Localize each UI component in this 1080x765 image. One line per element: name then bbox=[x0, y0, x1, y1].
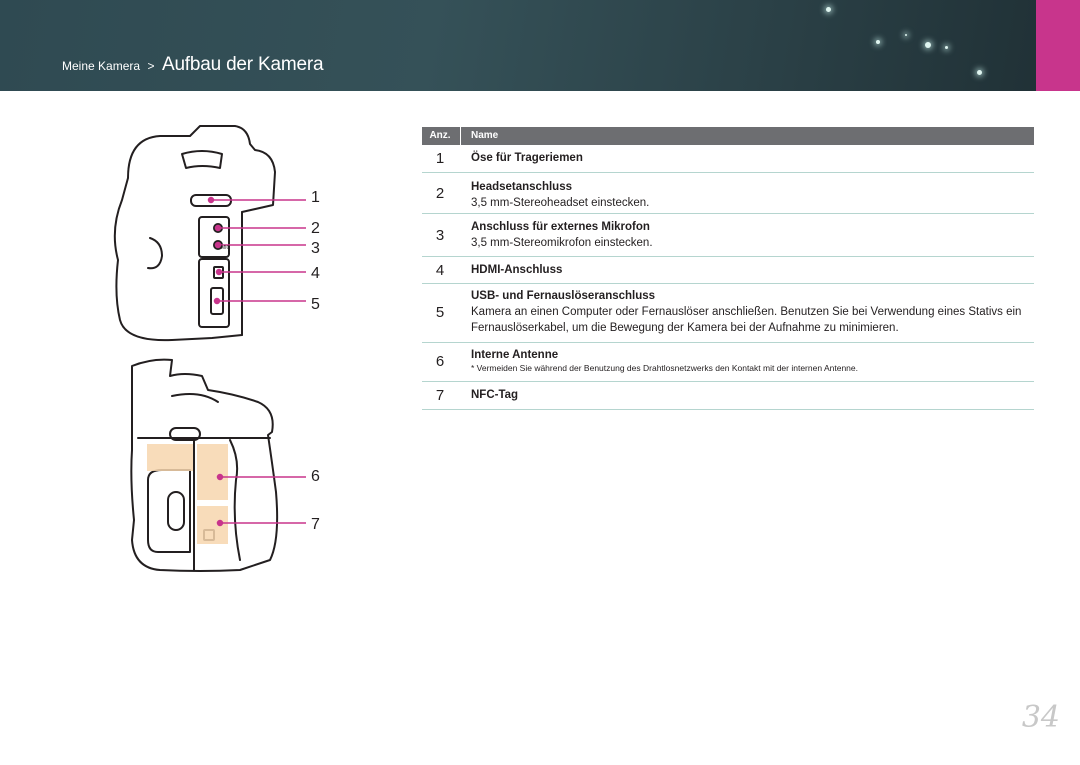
row-number: 7 bbox=[435, 387, 445, 404]
antenna-area-left bbox=[147, 444, 193, 471]
breadcrumb-separator: > bbox=[147, 59, 155, 73]
camera-illustration: MIC bbox=[113, 125, 306, 572]
row-name: Öse für Trageriemen bbox=[471, 152, 583, 164]
breadcrumb-parent[interactable]: Meine Kamera bbox=[62, 59, 141, 73]
figure-label-5: 5 bbox=[311, 296, 320, 313]
row-number: 5 bbox=[435, 304, 445, 321]
figure-label-7: 7 bbox=[311, 516, 320, 533]
row-name: HDMI-Anschluss bbox=[471, 264, 563, 276]
camera-body-outline-bottom bbox=[130, 358, 279, 572]
strap-lug-2 bbox=[169, 427, 201, 441]
figure-label-3: 3 bbox=[311, 240, 320, 257]
port-door-upper bbox=[198, 216, 230, 258]
figure-label-2: 2 bbox=[311, 220, 320, 237]
sparkle-decoration bbox=[977, 70, 982, 75]
column-header-name: Name bbox=[471, 130, 499, 141]
breadcrumb: Meine Kamera > Aufbau der Kamera bbox=[62, 54, 324, 76]
row-description: 3,5 mm-Stereoheadset einstecken. bbox=[471, 197, 650, 209]
row-number: 1 bbox=[435, 150, 445, 167]
sparkle-decoration bbox=[905, 34, 907, 36]
figure-label-4: 4 bbox=[311, 265, 320, 282]
table-row: 2 Headsetanschluss 3,5 mm-Stereoheadset … bbox=[422, 173, 1034, 214]
header-divider bbox=[460, 127, 461, 145]
table-row: 5 USB- und Fernauslöseranschluss Kamera … bbox=[422, 284, 1034, 343]
door-outline bbox=[147, 469, 191, 553]
row-name: Anschluss für externes Mikrofon bbox=[471, 221, 650, 233]
header-banner: Meine Kamera > Aufbau der Kamera bbox=[0, 0, 1080, 91]
antenna-area-right bbox=[197, 444, 228, 500]
grip-edge-bottom bbox=[229, 439, 241, 561]
table-row: 4 HDMI-Anschluss bbox=[422, 257, 1034, 284]
table-row: 6 Interne Antenne * Vermeiden Sie währen… bbox=[422, 343, 1034, 382]
nfc-area bbox=[197, 506, 228, 544]
port-door-lower bbox=[198, 258, 230, 328]
parts-table: Anz. Name 1 Öse für Trageriemen 2 Headse… bbox=[422, 127, 1034, 410]
table-header: Anz. Name bbox=[422, 127, 1034, 145]
table-row: 3 Anschluss für externes Mikrofon 3,5 mm… bbox=[422, 214, 1034, 257]
table-row: 1 Öse für Trageriemen bbox=[422, 145, 1034, 173]
row-note: * Vermeiden Sie während der Benutzung de… bbox=[471, 363, 858, 373]
memory-card-slot bbox=[167, 491, 185, 531]
table-row: 7 NFC-Tag bbox=[422, 382, 1034, 410]
row-name: Headsetanschluss bbox=[471, 181, 572, 193]
decorative-swoosh bbox=[766, 0, 1080, 91]
row-number: 6 bbox=[435, 353, 445, 370]
sparkle-decoration bbox=[876, 40, 880, 44]
camera-body-outline-top bbox=[113, 125, 276, 342]
lens-mount-arc bbox=[171, 393, 219, 403]
sparkle-decoration bbox=[945, 46, 948, 49]
page-number: 34 bbox=[1021, 700, 1060, 735]
row-name: USB- und Fernauslöseranschluss bbox=[471, 290, 656, 302]
column-header-number: Anz. bbox=[429, 130, 451, 141]
row-name: NFC-Tag bbox=[471, 389, 519, 401]
sparkle-decoration bbox=[925, 42, 931, 48]
row-number: 2 bbox=[435, 185, 445, 202]
mic-jack-label: MIC bbox=[221, 245, 231, 251]
row-description: 3,5 mm-Stereomikrofon einstecken. bbox=[471, 237, 653, 249]
row-number: 4 bbox=[435, 262, 445, 279]
page-title: Aufbau der Kamera bbox=[161, 54, 324, 75]
sparkle-decoration bbox=[826, 7, 831, 12]
row-description: Kamera an einen Computer oder Fernauslös… bbox=[471, 306, 1022, 334]
row-number: 3 bbox=[435, 227, 445, 244]
viewfinder-eyecup bbox=[181, 150, 223, 169]
row-name: Interne Antenne bbox=[471, 349, 559, 361]
chapter-tab bbox=[1036, 0, 1080, 91]
grip-curve bbox=[147, 237, 163, 270]
figure-label-1: 1 bbox=[311, 189, 320, 206]
figure-label-6: 6 bbox=[311, 468, 320, 485]
